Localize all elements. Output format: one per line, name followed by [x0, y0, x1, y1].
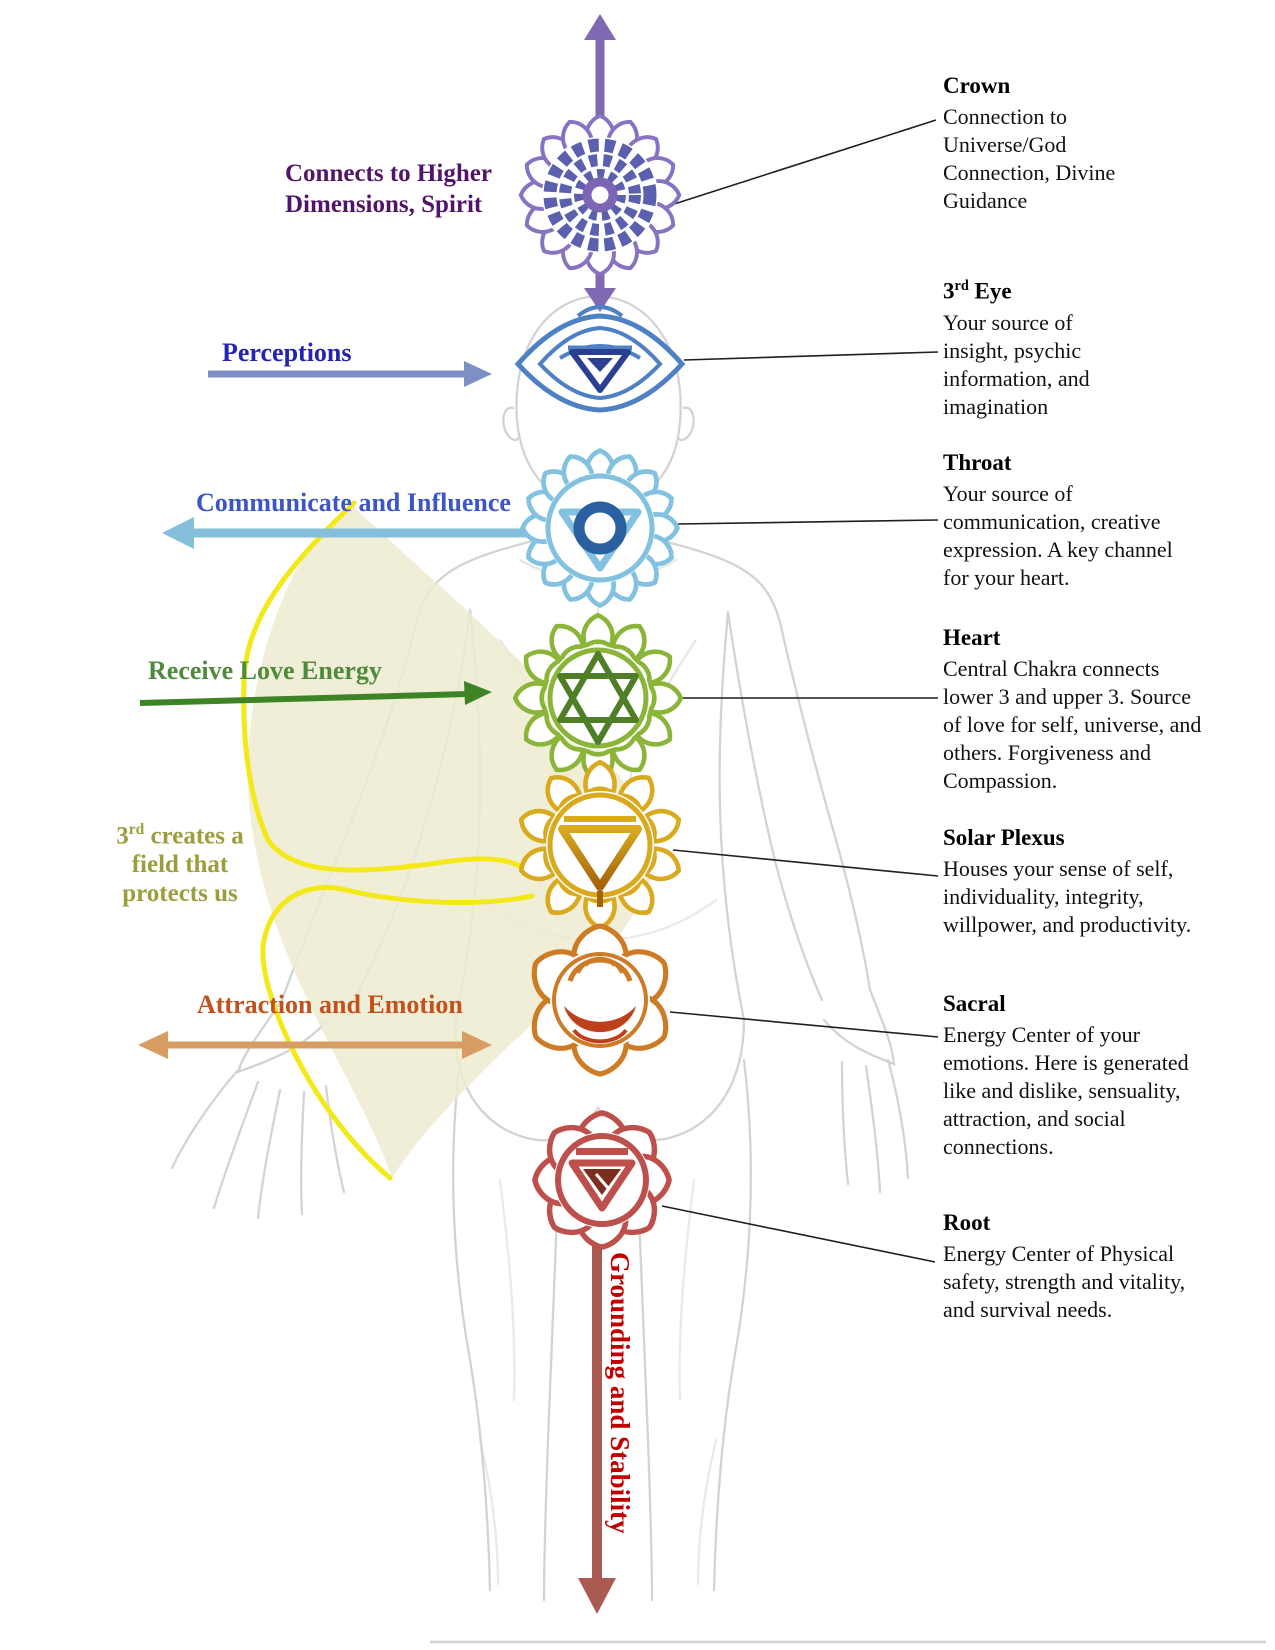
crown-up-arrowhead [584, 14, 616, 40]
info-block-sacral: Sacral Energy Center of your emotions. H… [943, 991, 1268, 1161]
attraction-label: Attraction and Emotion [197, 990, 463, 1019]
leader-line-crown [667, 119, 937, 207]
field-note-label: 3rd creates a field that protects us [90, 815, 270, 908]
solar-plexus-chakra-symbol [517, 762, 683, 928]
info-block-crown: Crown Connection to Universe/God Connect… [943, 73, 1268, 215]
sacral-chakra-symbol [523, 926, 677, 1074]
sacral-description: Energy Center of your emotions. Here is … [943, 1022, 1189, 1159]
grounding-label: Grounding and Stability [605, 1252, 635, 1534]
attraction-right-arrowhead [462, 1031, 492, 1059]
perceptions-arrowhead [464, 361, 492, 387]
third-eye-title: 3rd Eye [943, 278, 1012, 304]
heart-chakra-symbol [515, 615, 681, 781]
crown-title: Crown [943, 73, 1011, 98]
info-block-third-eye: 3rd Eye Your source of insight, psychic … [943, 273, 1268, 421]
throat-description: Your source of communication, creative e… [943, 481, 1173, 590]
leader-line-root [661, 1205, 936, 1263]
root-chakra-symbol [535, 1113, 669, 1247]
field-note-num: 3 [116, 822, 129, 850]
communicate-arrowhead [162, 517, 194, 549]
crown-left-label: Connects to Higher Dimensions, Spirit [285, 160, 492, 218]
leader-line-solar-plexus [672, 849, 939, 877]
energy-field-line [241, 500, 535, 1181]
leader-line-third-eye [683, 351, 939, 361]
info-block-root: Root Energy Center of Physical safety, s… [943, 1210, 1268, 1324]
leader-line-sacral [669, 1011, 939, 1038]
info-block-solar-plexus: Solar Plexus Houses your sense of self, … [943, 825, 1268, 939]
heart-title: Heart [943, 625, 1001, 650]
receive-love-arrowhead [464, 681, 492, 705]
field-note-rest: creates a field that protects us [122, 822, 244, 908]
throat-title: Throat [943, 450, 1012, 475]
communicate-label: Communicate and Influence [196, 488, 511, 517]
field-note-sup: rd [128, 821, 145, 838]
crown-description: Connection to Universe/God Connection, D… [943, 104, 1116, 213]
receive-love-label: Receive Love Energy [148, 656, 382, 685]
root-title: Root [943, 1210, 991, 1235]
leader-lines [661, 119, 939, 1263]
throat-chakra-symbol [523, 451, 678, 606]
root-description: Energy Center of Physical safety, streng… [943, 1241, 1186, 1322]
solar-plexus-description: Houses your sense of self, individuality… [943, 856, 1192, 937]
receive-love-right-arrow [139, 691, 469, 706]
info-block-throat: Throat Your source of communication, cre… [943, 450, 1268, 592]
crown-chakra-symbol [518, 113, 682, 277]
solar-plexus-title: Solar Plexus [943, 825, 1065, 850]
energy-field-fill [247, 505, 654, 1178]
grounding-arrowhead [578, 1578, 616, 1614]
sacral-title: Sacral [943, 991, 1006, 1016]
info-block-heart: Heart Central Chakra connects lower 3 an… [943, 625, 1268, 795]
leader-line-throat [677, 519, 939, 525]
crown-down-arrowhead [584, 288, 616, 312]
attraction-left-arrowhead [138, 1031, 168, 1059]
perceptions-label: Perceptions [222, 338, 352, 367]
third-eye-description: Your source of insight, psychic informat… [943, 309, 1090, 419]
heart-description: Central Chakra connects lower 3 and uppe… [943, 656, 1202, 793]
third-eye-chakra-symbol [514, 305, 686, 413]
